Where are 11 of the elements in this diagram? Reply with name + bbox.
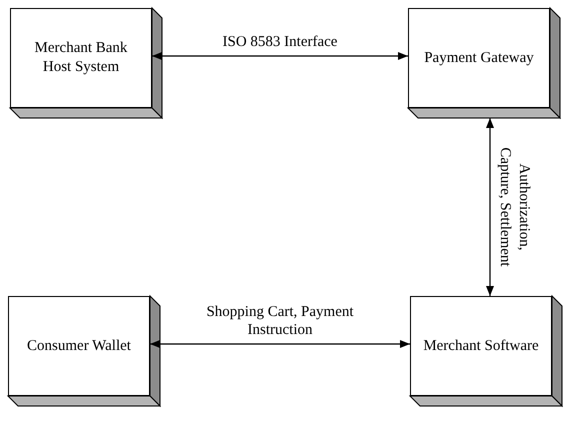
process-box (408, 8, 550, 108)
arrow (152, 52, 408, 60)
arrow (486, 118, 494, 296)
box-label: Consumer Wallet (27, 336, 131, 356)
process-box (8, 296, 150, 396)
process-box (410, 296, 552, 396)
box-label: Merchant Software (423, 336, 539, 356)
box-label: Payment Gateway (424, 48, 534, 68)
arrow (150, 340, 410, 348)
box-label: Merchant Bank Host System (34, 39, 128, 77)
process-box (10, 8, 152, 108)
